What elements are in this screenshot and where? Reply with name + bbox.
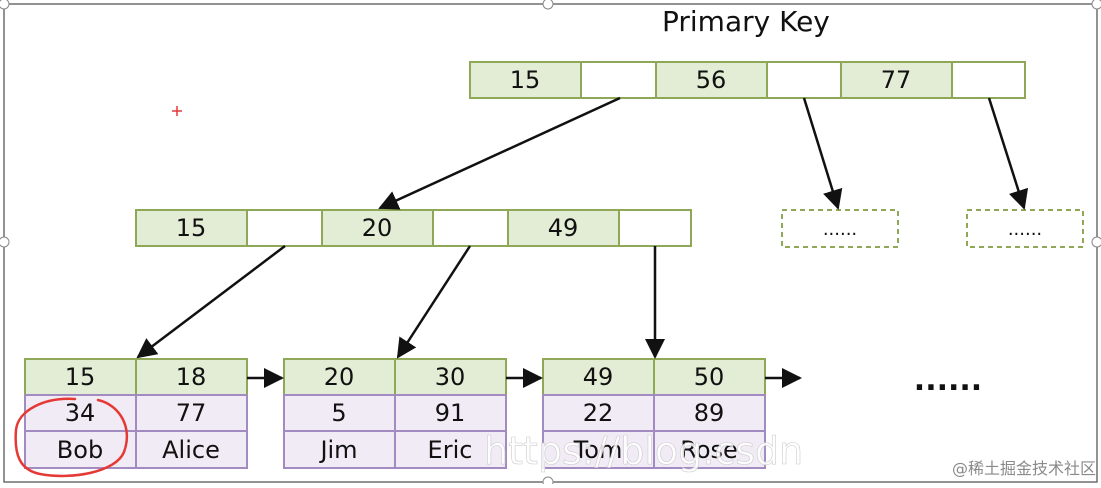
root-key-label: 15 bbox=[510, 66, 541, 94]
pointer-arrows bbox=[136, 96, 1029, 388]
leaf-data-cell bbox=[394, 394, 507, 432]
root-key-cell bbox=[840, 61, 953, 99]
leaf-key-label: 15 bbox=[65, 363, 96, 391]
leaf-data-cell bbox=[653, 430, 766, 469]
selection-handle bbox=[1091, 236, 1101, 248]
leaf-name-value: Alice bbox=[162, 436, 220, 464]
diagram-title: Primary Key bbox=[662, 5, 830, 38]
leaf-name-value: Bob bbox=[57, 436, 103, 464]
leaf-age-value: 5 bbox=[331, 399, 346, 427]
leaf-node: 49 50 22 89 Tom Rose bbox=[542, 358, 766, 469]
leaf-age-value: 34 bbox=[65, 399, 96, 427]
arrow-internal-to-leaf bbox=[136, 245, 286, 359]
leaf-age-value: 22 bbox=[583, 399, 614, 427]
selection-handle bbox=[0, 0, 10, 10]
leaf-key-label: 49 bbox=[583, 363, 614, 391]
placeholder-label: ...... bbox=[823, 219, 857, 240]
leaf-data-cell bbox=[135, 430, 248, 469]
selection-handle bbox=[0, 236, 10, 248]
internal-key-cell bbox=[135, 209, 248, 247]
leaf-node: 15 18 34 77 Bob Alice bbox=[24, 358, 248, 469]
internal-pointer-cell bbox=[246, 209, 323, 247]
placeholder-node: ...... bbox=[966, 209, 1084, 248]
internal-key-cell bbox=[507, 209, 620, 247]
leaf-key-label: 50 bbox=[694, 363, 725, 391]
selection-handle bbox=[542, 0, 554, 10]
arrow-internal-to-leaf bbox=[396, 245, 472, 359]
internal-pointer-cell bbox=[432, 209, 509, 247]
leaf-node: 20 30 5 91 Jim Eric bbox=[283, 358, 507, 469]
selection-handle bbox=[1091, 0, 1101, 10]
root-pointer-cell bbox=[951, 61, 1026, 99]
site-watermark: @稀土掘金技术社区 bbox=[952, 459, 1096, 478]
continuation-dots: ...... bbox=[914, 363, 982, 398]
annotation-circle bbox=[14, 397, 129, 478]
leaf-age-value: 91 bbox=[435, 399, 466, 427]
root-key-label: 56 bbox=[696, 66, 727, 94]
internal-key-label: 20 bbox=[362, 214, 393, 242]
leaf-name-value: Tom bbox=[573, 436, 623, 464]
internal-key-label: 49 bbox=[548, 214, 579, 242]
arrow-root-to-placeholder bbox=[987, 97, 1029, 210]
root-key-cell bbox=[469, 61, 582, 99]
leaf-data-cell bbox=[283, 394, 396, 432]
leaf-key-label: 18 bbox=[176, 363, 207, 391]
internal-key-label: 15 bbox=[176, 214, 207, 242]
leaf-name-value: Jim bbox=[318, 436, 357, 464]
cursor-cross-icon bbox=[172, 106, 182, 116]
leaf-key-cell bbox=[283, 358, 396, 396]
leaf-data-cell bbox=[653, 394, 766, 432]
leaf-key-cell bbox=[542, 358, 655, 396]
leaf-name-value: Eric bbox=[428, 436, 473, 464]
selection-handle bbox=[542, 476, 554, 488]
root-key-label: 77 bbox=[881, 66, 912, 94]
leaf-age-value: 89 bbox=[694, 399, 725, 427]
leaf-key-label: 20 bbox=[324, 363, 355, 391]
arrow-root-to-placeholder bbox=[802, 97, 843, 210]
url-watermark: https://blog.csdn bbox=[484, 429, 803, 473]
root-pointer-cell bbox=[766, 61, 842, 99]
root-pointer-cell bbox=[580, 61, 657, 99]
leaf-data-cell bbox=[394, 430, 507, 469]
leaf-age-value: 77 bbox=[176, 399, 207, 427]
placeholder-node: ...... bbox=[781, 209, 899, 248]
internal-node: 15 20 49 bbox=[135, 209, 692, 247]
internal-key-cell bbox=[321, 209, 434, 247]
internal-pointer-cell bbox=[618, 209, 692, 247]
placeholder-label: ...... bbox=[1008, 219, 1042, 240]
arrow-root-to-internal bbox=[378, 96, 621, 210]
root-node: 15 56 77 bbox=[469, 61, 1026, 99]
leaf-key-label: 30 bbox=[435, 363, 466, 391]
leaf-name-value: Rose bbox=[680, 436, 738, 464]
leaf-key-cell bbox=[653, 358, 766, 396]
leaf-data-cell bbox=[542, 394, 655, 432]
